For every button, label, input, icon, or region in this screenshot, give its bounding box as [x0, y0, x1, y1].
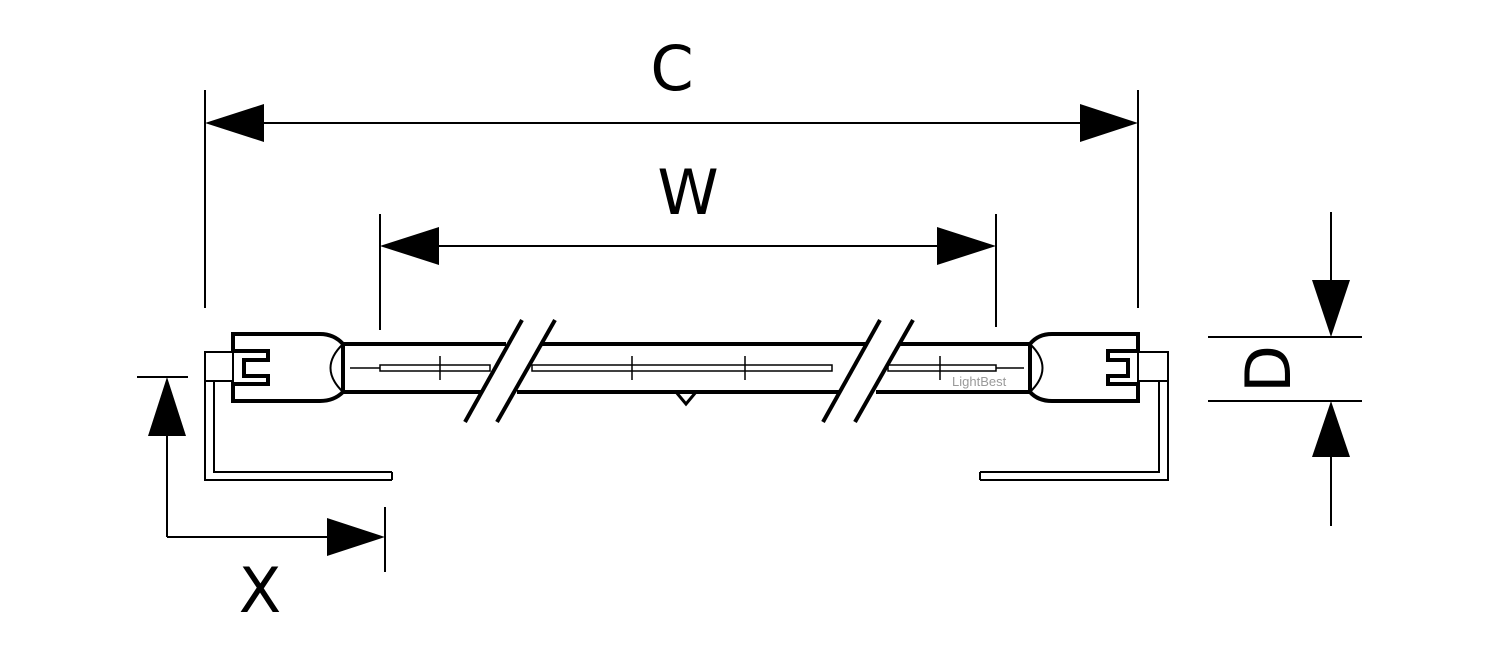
filament-b [531, 364, 833, 372]
dimension-w [379, 214, 997, 330]
dim-x-arrow-up [148, 377, 186, 436]
right-lead-wire-outer [980, 381, 1169, 481]
right-lead-wire-inner [980, 381, 1160, 473]
watermark: LightBest [952, 374, 1007, 389]
dimension-x [137, 376, 386, 572]
break-mark-2a [821, 319, 882, 423]
dim-c-arrow-right [1080, 104, 1138, 142]
dimension-d [1208, 212, 1362, 526]
dim-c-arrow-left [205, 104, 264, 142]
filament-c [887, 364, 997, 372]
label-x: X [239, 554, 281, 627]
left-neck-arc [329, 343, 344, 393]
break-mark-1b [495, 319, 557, 423]
right-end-cap [1028, 332, 1140, 403]
label-w: W [657, 156, 718, 229]
left-lead-wire-outer [204, 381, 392, 481]
dim-w-arrow-right [937, 227, 996, 265]
lamp [204, 319, 1169, 481]
dim-d-arrow-top [1312, 280, 1350, 337]
right-neck-arc [1029, 343, 1044, 393]
break-mark-2b [853, 319, 915, 423]
dim-w-arrow-left [380, 227, 439, 265]
right-pin [1137, 351, 1169, 382]
left-end-cap [231, 332, 345, 403]
label-c: C [650, 32, 693, 105]
dim-d-arrow-bottom [1312, 401, 1350, 457]
dim-x-arrow-right [327, 518, 385, 556]
left-lead-wire-inner [213, 381, 392, 473]
exhaust-tip [674, 391, 698, 407]
label-d: D [1232, 345, 1305, 393]
break-mark-1a [463, 319, 524, 423]
dimension-c [204, 90, 1139, 308]
filament-a [379, 364, 491, 372]
left-pin [204, 351, 234, 382]
